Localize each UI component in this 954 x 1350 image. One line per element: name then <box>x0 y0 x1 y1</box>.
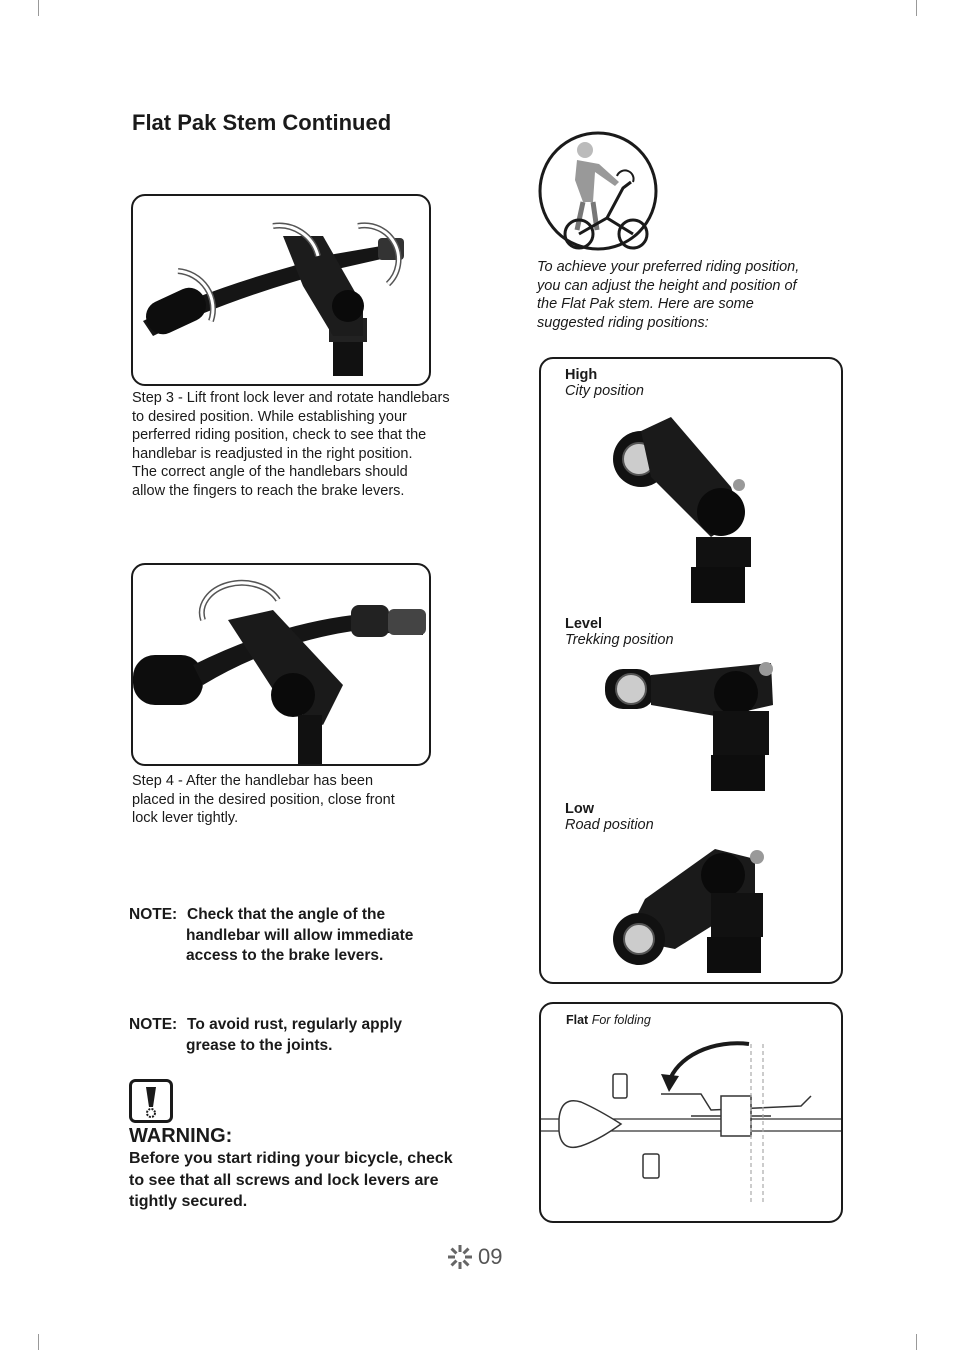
crop-mark-top-left <box>28 0 39 16</box>
position-name: Flat <box>566 1013 589 1027</box>
text-line: tightly secured. <box>129 1193 248 1210</box>
crop-mark-bottom-right <box>916 1334 927 1350</box>
handlebar-close-illustration <box>133 579 426 764</box>
warning-text: Before you start riding your bicycle, ch… <box>129 1148 453 1213</box>
text-line: Step 4 - After the handlebar has been <box>132 773 374 789</box>
text-line: handlebar will allow immediate <box>186 926 414 944</box>
page-title: Flat Pak Stem Continued <box>132 110 392 135</box>
text-line: perferred riding position, check to see … <box>132 427 427 444</box>
position-desc: Trekking position <box>565 632 674 648</box>
stem-high-illustration <box>613 417 751 603</box>
note-rust: NOTE: To avoid rust, regularly apply grea… <box>129 1015 402 1056</box>
position-low: Low Road position <box>565 801 654 833</box>
position-name: Low <box>565 801 594 817</box>
position-high: High City position <box>565 367 644 399</box>
riding-positions-panel: High City position Level Trekking positi… <box>539 357 843 984</box>
text-line: The correct angle of the handlebars shou… <box>132 464 408 481</box>
rider-icon <box>537 130 659 252</box>
note-label: NOTE: <box>129 1016 178 1033</box>
stem-low-illustration <box>613 849 764 973</box>
position-desc: For folding <box>591 1013 651 1027</box>
text-line: lock lever tightly. <box>132 810 239 827</box>
text-line: Check that the angle of the <box>187 906 386 923</box>
text-line: to desired position. While establishing … <box>132 408 407 425</box>
page-number: 09 <box>478 1244 503 1269</box>
logo-gear-icon <box>448 1245 472 1269</box>
text-line: to see that all screws and lock levers a… <box>129 1171 439 1189</box>
crop-mark-bottom-left <box>28 1334 39 1350</box>
text-line: To avoid rust, regularly apply <box>187 1016 403 1033</box>
warning-title: WARNING: <box>129 1125 233 1147</box>
note-brake-access: NOTE: Check that the angle of the handleb… <box>129 905 413 967</box>
position-flat: Flat For folding <box>566 1013 651 1027</box>
step3-text: Step 3 - Lift front lock lever and rotat… <box>132 389 450 501</box>
note-label: NOTE: <box>129 906 178 923</box>
text-line: placed in the desired position, close fr… <box>132 791 395 808</box>
text-line: Before you start riding your bicycle, ch… <box>129 1150 453 1167</box>
text-line: grease to the joints. <box>186 1036 333 1054</box>
step3-figure <box>131 194 431 386</box>
step4-text: Step 4 - After the handlebar has been pl… <box>132 772 395 828</box>
step4-figure <box>131 563 431 766</box>
position-name: Level <box>565 616 603 632</box>
position-level: Level Trekking position <box>565 616 674 648</box>
position-name: High <box>565 367 598 383</box>
text-line: Step 3 - Lift front lock lever and rotat… <box>132 390 450 406</box>
text-line: handlebar is readjusted in the right pos… <box>132 445 413 462</box>
stem-level-illustration <box>605 662 773 791</box>
text-line: you can adjust the height and position o… <box>537 277 797 294</box>
text-line: the Flat Pak stem. Here are some <box>537 296 754 313</box>
crop-mark-top-right <box>916 0 927 16</box>
text-line: suggested riding positions: <box>537 314 709 331</box>
flat-position-panel: Flat For folding <box>539 1002 843 1223</box>
position-desc: Road position <box>565 817 654 833</box>
text-line: To achieve your preferred riding positio… <box>537 259 800 275</box>
position-desc: City position <box>565 383 644 399</box>
text-line: allow the fingers to reach the brake lev… <box>132 482 405 499</box>
flat-fold-illustration <box>541 1041 841 1204</box>
warning-exclamation-icon <box>129 1079 173 1123</box>
handlebar-rotate-illustration <box>143 222 404 376</box>
intro-text: To achieve your preferred riding positio… <box>537 258 799 332</box>
text-line: access to the brake levers. <box>186 947 384 964</box>
